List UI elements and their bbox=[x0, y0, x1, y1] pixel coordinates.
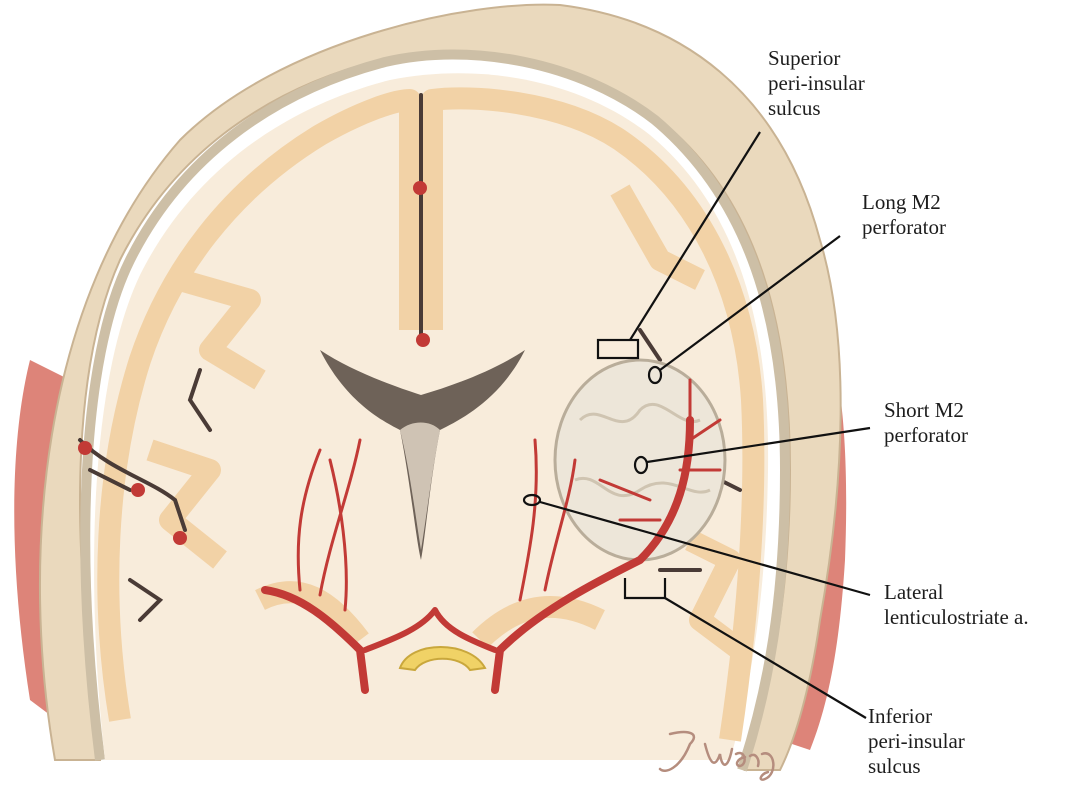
superior-sulcus-marker bbox=[596, 338, 640, 360]
inferior-leader bbox=[664, 597, 867, 719]
label-superior-peri-insular-sulcus: Superior peri-insular sulcus bbox=[768, 46, 865, 121]
dura-layer bbox=[80, 49, 791, 772]
label-line: lenticulostriate a. bbox=[884, 605, 1029, 629]
long-m2-leader bbox=[659, 235, 841, 371]
label-line: peri-insular bbox=[868, 729, 965, 753]
lateral-ls-leader bbox=[539, 500, 871, 597]
label-line: sulcus bbox=[768, 96, 821, 120]
short-m2-marker bbox=[633, 455, 649, 475]
artist-signature bbox=[658, 730, 775, 781]
label-long-m2-perforator: Long M2 perforator bbox=[862, 190, 946, 240]
label-line: Superior bbox=[768, 46, 841, 70]
optic-chiasm bbox=[398, 646, 487, 672]
label-line: Short M2 bbox=[884, 398, 964, 422]
label-line: Lateral bbox=[884, 580, 944, 604]
skull bbox=[39, 3, 842, 771]
ventricle-highlight bbox=[400, 422, 440, 550]
label-line: Inferior bbox=[868, 704, 933, 728]
label-line: Long M2 bbox=[862, 190, 941, 214]
label-line: sulcus bbox=[868, 754, 921, 778]
leader-lines bbox=[522, 131, 871, 719]
arteries bbox=[78, 181, 722, 694]
superior-leader bbox=[629, 131, 761, 341]
label-line: peri-insular bbox=[768, 71, 865, 95]
cortex-gray-matter bbox=[97, 87, 765, 742]
short-m2-leader bbox=[646, 426, 871, 464]
lateral-ls-marker bbox=[522, 493, 542, 507]
label-lateral-lenticulostriate: Lateral lenticulostriate a. bbox=[884, 580, 1029, 630]
inferior-sulcus-bracket bbox=[623, 578, 667, 600]
label-inferior-peri-insular-sulcus: Inferior peri-insular sulcus bbox=[868, 704, 965, 779]
long-m2-marker bbox=[647, 365, 663, 385]
label-line: perforator bbox=[862, 215, 946, 239]
tumor-texture bbox=[574, 402, 711, 498]
label-short-m2-perforator: Short M2 perforator bbox=[884, 398, 968, 448]
label-line: perforator bbox=[884, 423, 968, 447]
